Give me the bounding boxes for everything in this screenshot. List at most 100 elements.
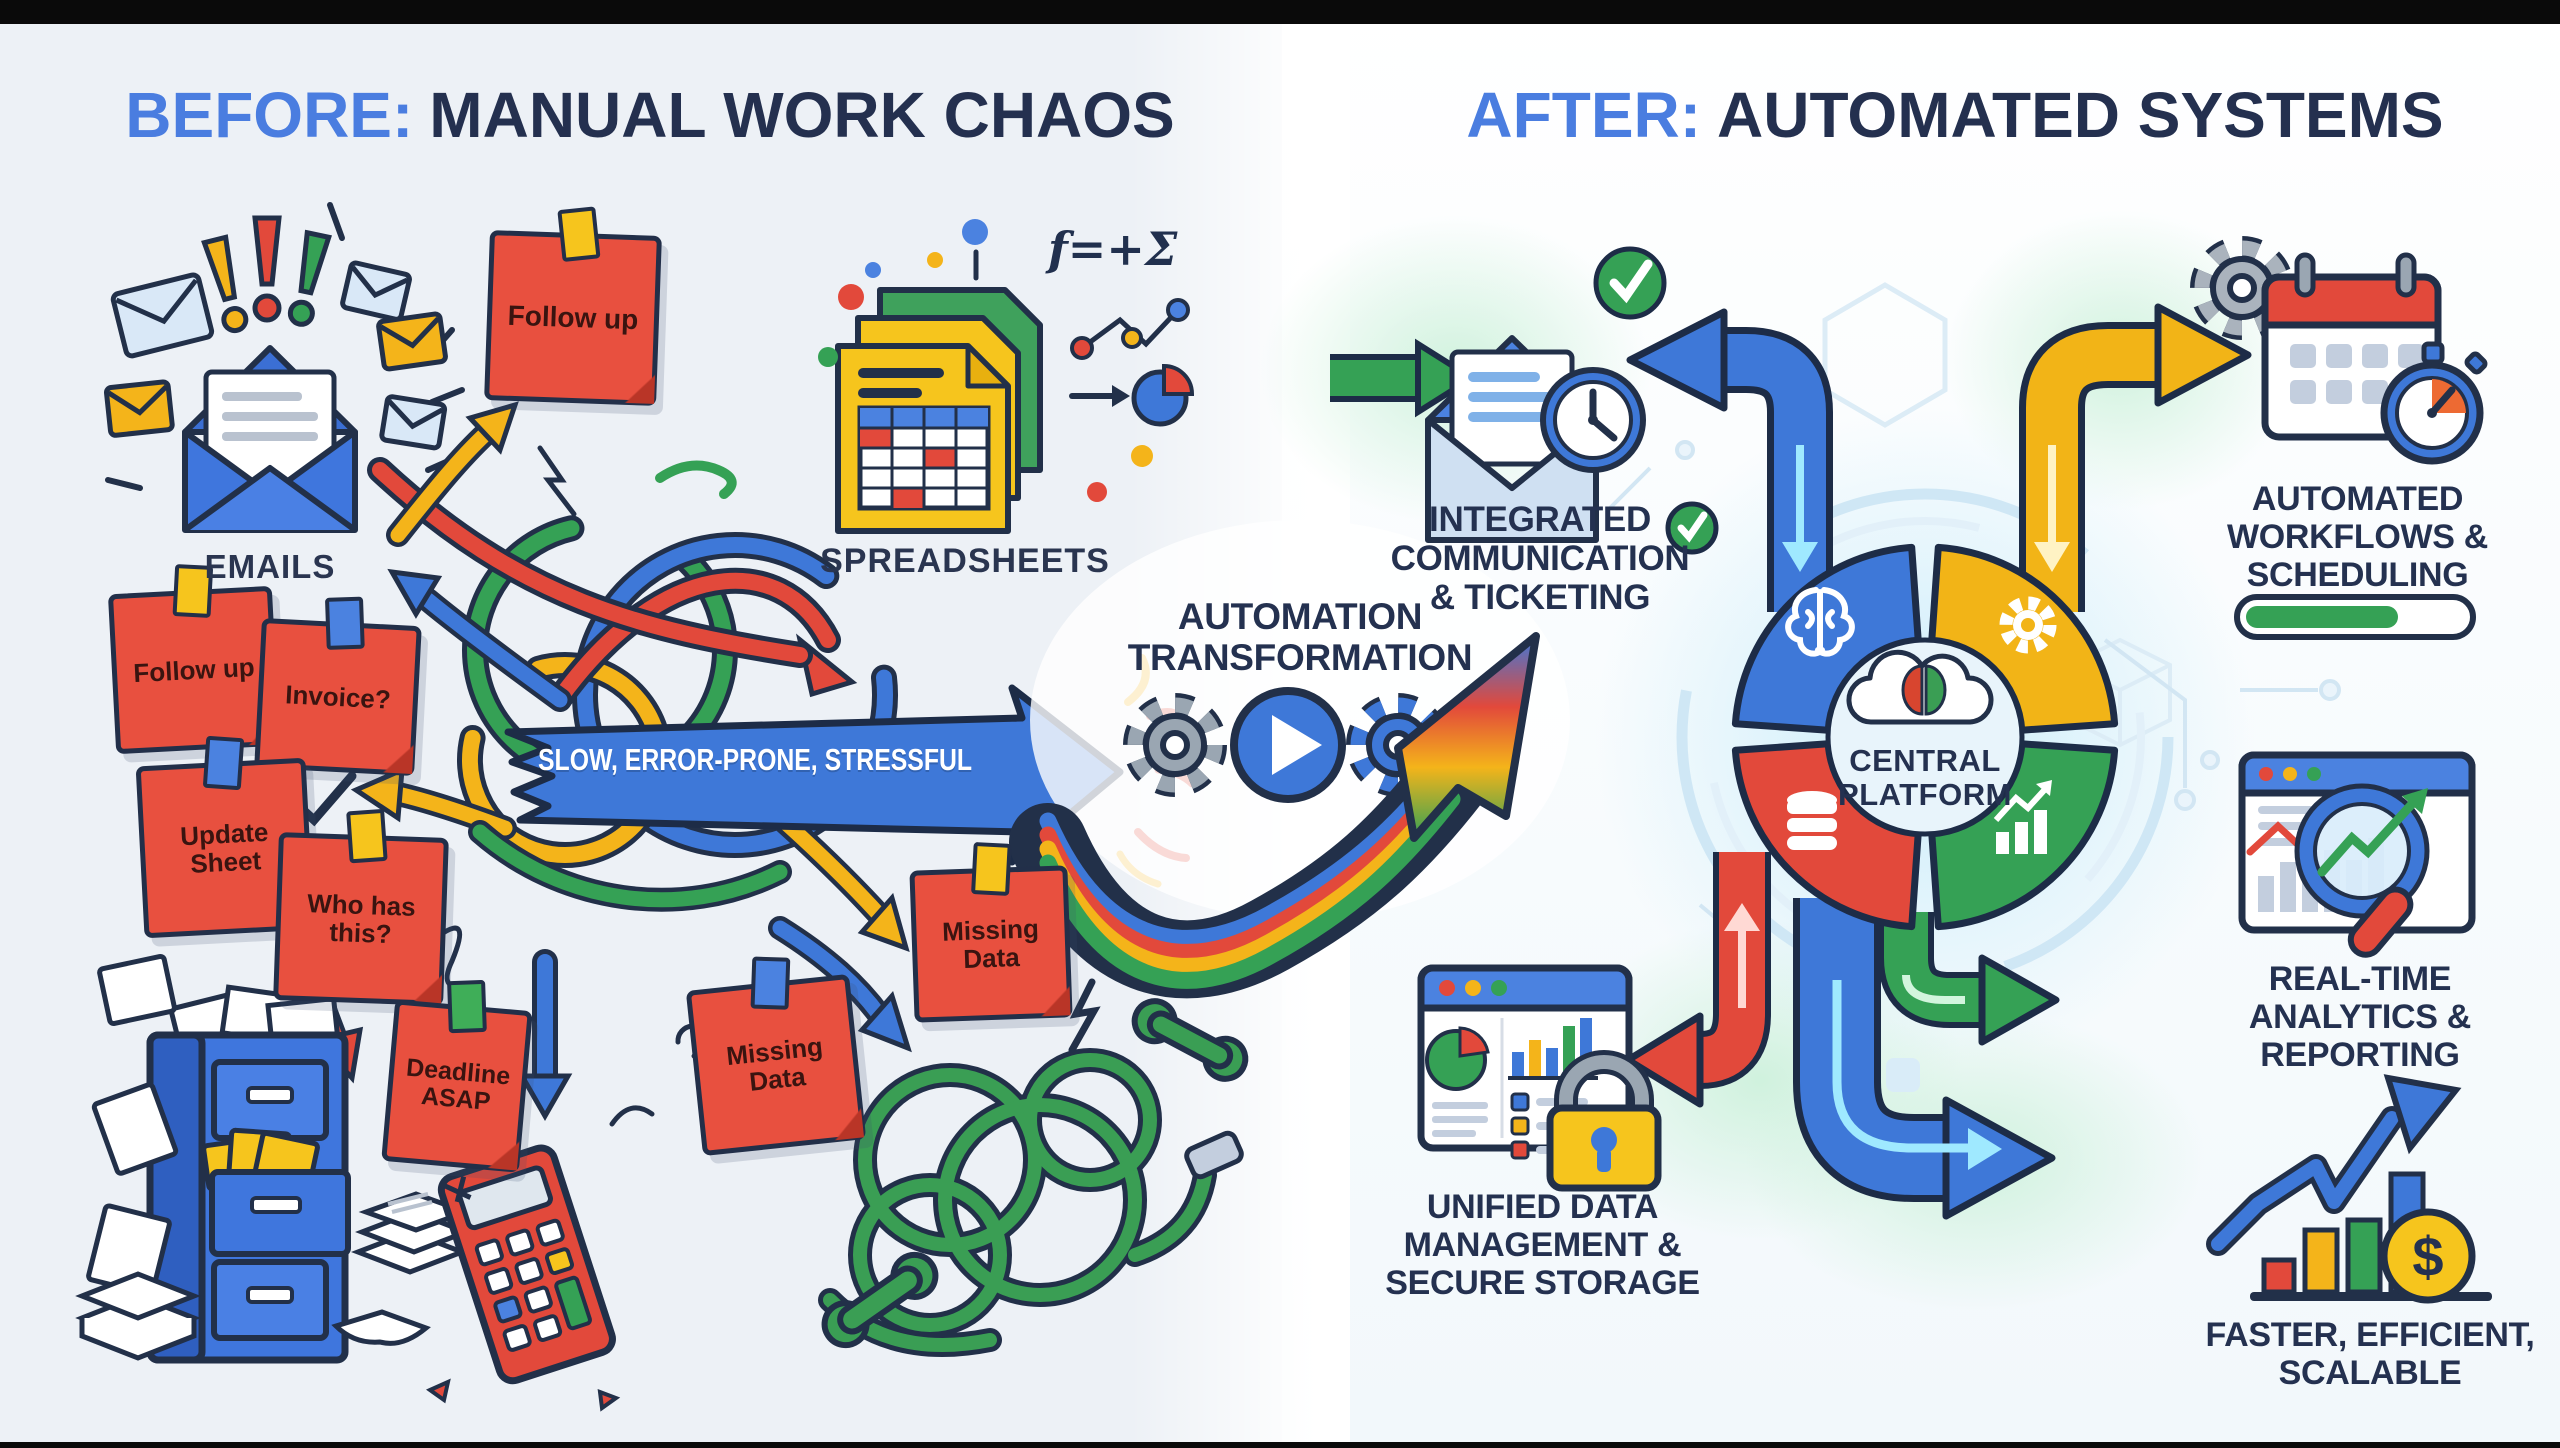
red-cross-arrow — [367, 457, 813, 668]
check-icon — [1593, 246, 1667, 320]
yellow-left-arrow — [350, 766, 517, 840]
handset — [821, 1251, 939, 1349]
database-icon — [1787, 791, 1837, 850]
green-inbound-arrow — [1330, 338, 1478, 418]
note-fold — [624, 372, 656, 404]
transformation-cluster — [1009, 520, 1570, 999]
checklist — [1510, 1092, 1588, 1160]
note-fold — [382, 742, 414, 774]
note-fold — [486, 1138, 520, 1171]
sticky-note-deadline: Deadline ASAP — [381, 979, 533, 1173]
spreadsheet-cluster — [818, 219, 1195, 534]
sticky-note-who-has-this: Who has this? — [273, 808, 449, 1006]
after-title-prefix: AFTER: — [1466, 79, 1702, 151]
play-icon — [1230, 687, 1346, 803]
workflows-icon — [2190, 236, 2488, 640]
note-text: Follow up — [132, 651, 256, 689]
flying-papers — [86, 953, 179, 1297]
blue-downright-arrow — [768, 916, 912, 1053]
yellow-right-arrow — [2019, 303, 2252, 612]
after-title: AFTER:AUTOMATED SYSTEMS — [1455, 78, 2455, 152]
hub-arrows — [1624, 303, 2252, 1220]
formula-text: f=+Σ — [1048, 222, 1178, 276]
note-fold — [411, 972, 443, 1004]
tape — [324, 596, 365, 650]
banner-text: SLOW, ERROR-PRONE, STRESSFUL — [538, 742, 973, 777]
note-text: Follow up — [507, 299, 639, 336]
sticky-note-follow-up-top: Follow up — [484, 206, 662, 406]
envelope-icon — [103, 260, 448, 451]
blue-down-arrow — [517, 949, 573, 1122]
magnifier-icon — [2294, 783, 2430, 958]
sticky-note-missing-data-b: Missing Data — [685, 956, 867, 1157]
open-drawer — [201, 1127, 351, 1257]
paper-stack-mid — [331, 1191, 474, 1346]
tangled-phone-icon — [818, 978, 1249, 1357]
stopwatch-icon — [2380, 341, 2488, 465]
rainbow-arrow-icon — [1009, 632, 1540, 999]
tape — [557, 206, 601, 262]
before-title-main: MANUAL WORK CHAOS — [429, 79, 1175, 151]
note-text: Deadline ASAP — [405, 1053, 512, 1116]
note-fold — [1039, 985, 1071, 1017]
bottom-letterbox-bar — [0, 1442, 2560, 1448]
note-text: Missing Data — [941, 913, 1040, 974]
exclamation-icon — [201, 215, 332, 334]
pie-chart-icon — [1131, 363, 1195, 427]
communication-icon — [1330, 246, 1719, 555]
blue-left-arrow — [1626, 308, 1833, 612]
tape — [346, 808, 388, 864]
tape — [750, 956, 791, 1010]
feature-faster-label: FASTER, EFFICIENT, SCALABLE — [2205, 1316, 2535, 1393]
tape — [447, 979, 487, 1034]
gear-icon — [1123, 693, 1227, 797]
pie-chart-icon — [1425, 1026, 1490, 1091]
calculator-icon — [437, 1144, 616, 1385]
feature-data-label: UNIFIED DATA MANAGEMENT & SECURE STORAGE — [1385, 1188, 1700, 1303]
paper-stack — [75, 1271, 201, 1361]
sticky-note-invoice: Invoice? — [254, 596, 422, 777]
central-hub — [1731, 543, 2119, 931]
before-title-prefix: BEFORE: — [125, 79, 414, 151]
table-grid — [857, 405, 991, 511]
open-envelope-icon — [182, 345, 358, 533]
growth-icon — [2206, 1074, 2492, 1304]
clock-icon — [1540, 367, 1646, 473]
note-text: Who has this? — [306, 888, 417, 950]
check-icon — [1665, 501, 1719, 555]
arrow-to-pie-icon — [1069, 385, 1130, 407]
red-downleft-arrow — [1624, 852, 1771, 1108]
cloud-brain-icon — [1846, 649, 1994, 725]
zigzag-arrow — [2206, 1074, 2462, 1256]
mini-line-chart-icon — [1070, 298, 1190, 360]
sticky-note-missing-data-a: Missing Data — [909, 841, 1073, 1023]
scatter-dots-icon — [818, 219, 1153, 502]
note-text: Invoice? — [284, 679, 392, 715]
blue-upleft-arrow — [387, 568, 572, 712]
feature-workflows-label: AUTOMATED WORKFLOWS & SCHEDULING — [2226, 480, 2489, 595]
emails-label: EMAILS — [204, 548, 336, 585]
analytics-icon — [2238, 751, 2476, 958]
note-text: Missing Data — [724, 1031, 825, 1097]
dollar-symbol: $ — [2412, 1225, 2444, 1288]
handset — [1131, 998, 1249, 1082]
feature-analytics-label: REAL-TIME ANALYTICS & REPORTING — [2248, 960, 2472, 1075]
tape — [971, 841, 1012, 896]
top-letterbox-bar — [0, 0, 2560, 24]
yellow-up-arrow — [386, 401, 519, 547]
data-management-icon — [1417, 964, 1662, 1192]
progress-bar-icon — [2234, 594, 2476, 640]
gear-icon — [1999, 596, 2057, 654]
spreadsheets-label: SPREADSHEETS — [820, 542, 1110, 580]
note-fold — [831, 1107, 865, 1141]
green-right-arrow — [1878, 912, 2060, 1046]
blue-bottom-arrow — [1793, 898, 2056, 1220]
feature-communication-label: INTEGRATED COMMUNICATION & TICKETING — [1390, 500, 1690, 618]
tape — [202, 735, 245, 791]
hub-label: CENTRAL PLATFORM — [1838, 743, 2012, 813]
email-cluster — [103, 202, 465, 818]
after-title-main: AUTOMATED SYSTEMS — [1717, 79, 2444, 151]
lock-icon — [1546, 1050, 1662, 1192]
